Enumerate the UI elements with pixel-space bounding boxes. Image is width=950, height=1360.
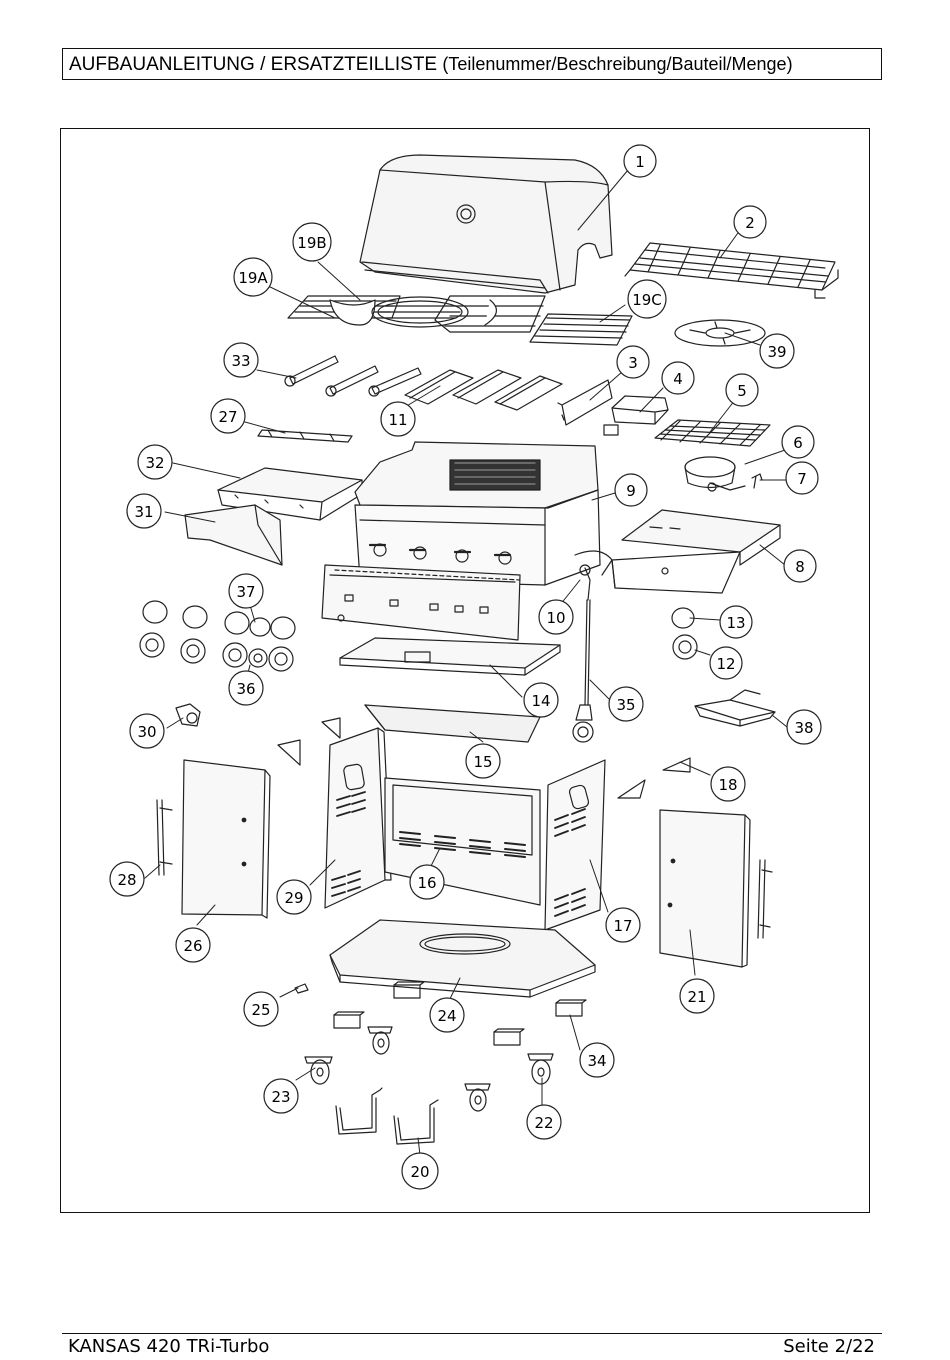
callout-26: 26 [183,937,202,955]
part-drip-cup-drawing [695,690,775,726]
part-grease-tray-drawing [340,638,560,675]
callout-31: 31 [134,503,153,521]
callout-24: 24 [437,1007,456,1025]
callout-33: 33 [231,352,250,370]
part-side-burner-grate-drawing [655,420,770,446]
callout-12: 12 [716,655,735,673]
callout-4: 4 [673,370,683,388]
part-left-side-panel-drawing [325,728,391,908]
part-gas-hose-drawing [573,600,593,742]
callout-32: 32 [145,454,164,472]
callout-25: 25 [251,1001,270,1019]
part-control-panel-drawing [322,565,520,640]
part-left-door-drawing [182,760,270,918]
callout-3: 3 [628,354,638,372]
part-igniter-electrode-drawing [752,474,762,488]
footer-divider [62,1333,882,1334]
footer-page-number: Seite 2/22 [783,1336,875,1357]
part-firebox-drawing [355,442,612,585]
part-bottom-shelf-drawing [330,920,595,997]
part-grease-tray-holder-drawing [365,705,540,742]
part-cooking-grates-drawing [288,296,632,345]
callout-1: 1 [635,153,645,171]
part-left-front-panel-drawing [185,505,282,565]
part-back-panel-drawing [385,778,540,905]
callout-21: 21 [687,988,706,1006]
part-side-burner-panel-drawing [558,380,612,425]
callout-35: 35 [616,696,635,714]
part-ignitor-module-drawing [176,704,200,726]
callout-13: 13 [726,614,745,632]
callout-bubbles [110,145,821,1189]
callout-18: 18 [718,776,737,794]
part-lid-drawing [360,155,612,293]
part-right-side-panel-drawing [545,760,605,930]
callout-22: 22 [534,1114,553,1132]
part-right-handle-drawing [758,860,772,938]
callout-34: 34 [587,1052,606,1070]
callout-11: 11 [388,411,407,429]
footer-product-name: KANSAS 420 TRi-Turbo [68,1336,269,1357]
callout-39: 39 [767,343,786,361]
callout-36: 36 [236,680,255,698]
callout-16: 16 [417,874,436,892]
callout-17: 17 [613,917,632,935]
callout-5: 5 [737,382,747,400]
callout-14: 14 [531,692,550,710]
callout-37: 37 [236,583,255,601]
part-u-brackets-drawing [336,1088,438,1144]
callout-15: 15 [473,753,492,771]
part-side-burner-pot-drawing [685,457,745,491]
callout-9: 9 [626,482,636,500]
part-casters-drawing [305,1027,553,1111]
callout-38: 38 [794,719,813,737]
callout-2: 2 [745,214,755,232]
callout-23: 23 [271,1088,290,1106]
part-left-handle-drawing [157,800,172,875]
callout-28: 28 [117,871,136,889]
part-right-side-table-drawing [612,510,780,593]
callout-19b: 19B [297,234,326,252]
part-flame-tamers-drawing [405,370,562,410]
callout-6: 6 [793,434,803,452]
part-burners-drawing [285,356,421,396]
callout-19c: 19C [632,291,662,309]
part-side-burner-knob-drawing [672,608,697,659]
callout-30: 30 [137,723,156,741]
part-heat-deflector-drawing [258,430,352,442]
callout-20: 20 [410,1163,429,1181]
callout-29: 29 [284,889,303,907]
callout-27: 27 [218,408,237,426]
callout-7: 7 [797,470,807,488]
callout-19a: 19A [238,269,268,287]
part-side-burner-drawing [604,396,668,435]
callout-8: 8 [795,558,805,576]
part-right-door-drawing [660,810,750,967]
callout-10: 10 [546,609,565,627]
part-control-knobs-drawing [140,601,295,671]
